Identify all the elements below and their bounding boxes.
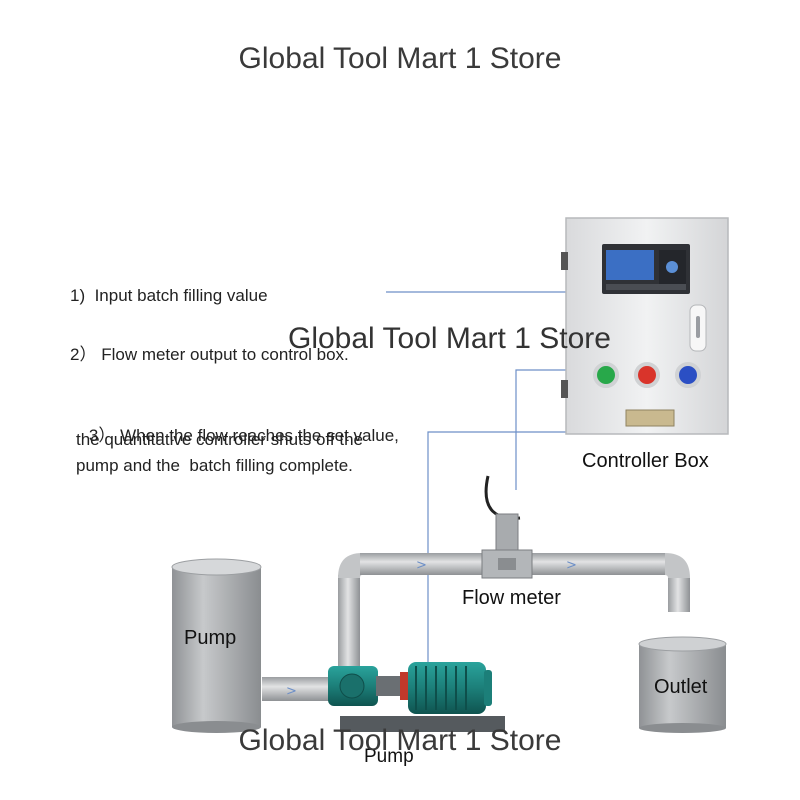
step-1-text: Input batch filling value xyxy=(94,286,268,305)
red-button xyxy=(634,362,660,388)
step-2: 2） Flow meter output to control box. xyxy=(70,344,349,366)
svg-text:>: > xyxy=(416,558,427,573)
controller-box xyxy=(561,217,729,435)
watermark-bottom: Global Tool Mart 1 Store xyxy=(238,724,562,757)
blue-button xyxy=(675,362,701,388)
step-3-line-2: the quantitative controller shuts off th… xyxy=(76,430,363,449)
tank-label: Pump xyxy=(184,627,237,649)
outlet-label: Outlet xyxy=(654,676,708,698)
step-3-number: 3） xyxy=(88,426,116,445)
svg-text:>: > xyxy=(566,558,577,573)
step-3: 3） When the flow reaches the set value, xyxy=(70,403,399,469)
step-1-number: 1) xyxy=(70,286,86,305)
flow-meter-label: Flow meter xyxy=(462,587,561,609)
step-3-line-3: pump and the batch filling complete. xyxy=(76,456,353,475)
step-2-text: Flow meter output to control box. xyxy=(101,345,349,364)
green-button xyxy=(593,362,619,388)
pump-unit xyxy=(328,662,505,732)
leader-lines xyxy=(386,291,566,700)
name-plate xyxy=(625,409,675,427)
watermark-middle: Global Tool Mart 1 Store xyxy=(288,322,611,355)
outlet-container xyxy=(638,636,727,733)
svg-text:>: > xyxy=(286,684,297,699)
step-3-line-1: When the flow reaches the set value, xyxy=(120,426,399,445)
source-tank xyxy=(171,558,262,733)
step-1: 1) Input batch filling value xyxy=(70,285,268,307)
flow-meter xyxy=(481,475,533,579)
pump-label: Pump xyxy=(364,746,414,767)
step-2-number: 2） xyxy=(70,345,97,364)
leader-line-pump xyxy=(427,431,566,700)
controller-box-label: Controller Box xyxy=(582,450,709,472)
watermark-top: Global Tool Mart 1 Store xyxy=(238,42,562,75)
leader-line-flowmeter xyxy=(515,369,566,490)
